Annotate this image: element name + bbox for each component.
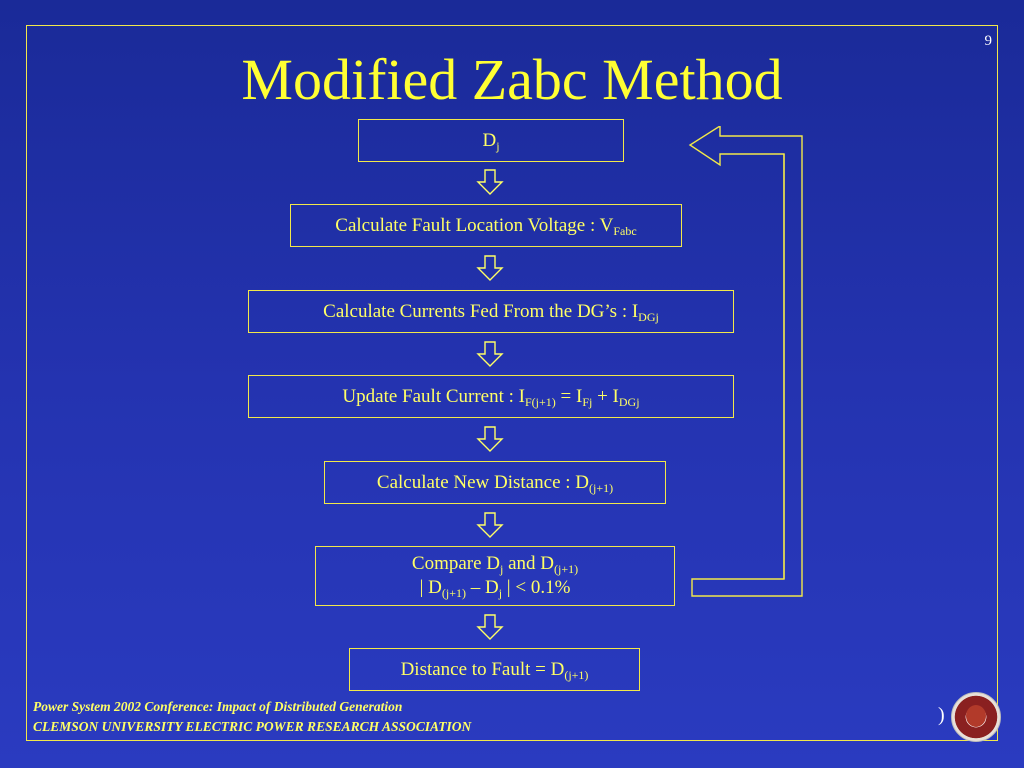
- slide-frame: [26, 25, 998, 741]
- paren-mark: ): [938, 704, 945, 726]
- down-arrow-icon: [476, 255, 504, 281]
- down-arrow-icon: [476, 512, 504, 538]
- step-update-fault-current-box: Update Fault Current : IF(j+1) = IFj + I…: [248, 375, 734, 418]
- down-arrow-icon: [476, 426, 504, 452]
- step-dj-box: Dj: [358, 119, 624, 162]
- feedback-loop-arrow-icon: [688, 126, 803, 597]
- step-fault-voltage-box: Calculate Fault Location Voltage : VFabc: [290, 204, 682, 247]
- step-compare-box: Compare Dj and D(j+1) | D(j+1) – Dj | < …: [315, 546, 675, 606]
- page-number: 9: [984, 33, 993, 49]
- university-seal-logo: [951, 692, 1001, 742]
- down-arrow-icon: [476, 169, 504, 195]
- footer-organization: CLEMSON UNIVERSITY ELECTRIC POWER RESEAR…: [33, 719, 472, 734]
- footer-conference: Power System 2002 Conference: Impact of …: [33, 699, 403, 714]
- down-arrow-icon: [476, 614, 504, 640]
- slide-title: Modified Zabc Method: [241, 47, 783, 112]
- step-new-distance-box: Calculate New Distance : D(j+1): [324, 461, 666, 504]
- step-distance-to-fault-box: Distance to Fault = D(j+1): [349, 648, 640, 691]
- step-dg-currents-box: Calculate Currents Fed From the DG’s : I…: [248, 290, 734, 333]
- down-arrow-icon: [476, 341, 504, 367]
